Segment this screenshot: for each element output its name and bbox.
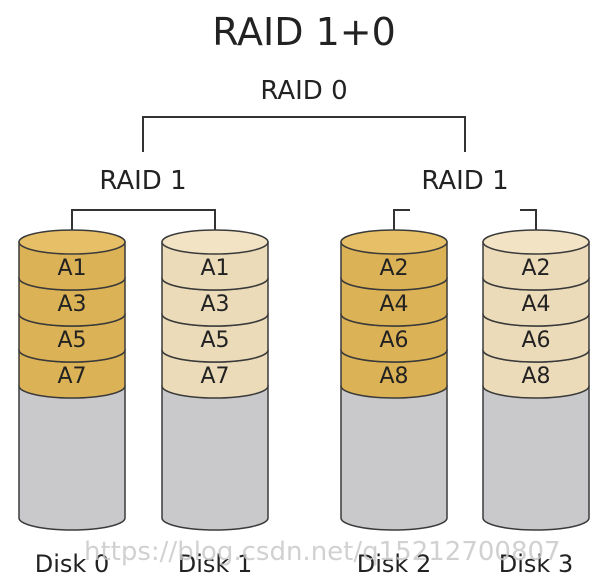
raid1-connector-left	[71, 209, 216, 238]
disk-1-segment-0	[161, 241, 269, 291]
disk-2-segment-3	[340, 349, 448, 399]
disk-label-3: Disk 3	[499, 550, 573, 578]
disk-0-block-3: A7	[57, 364, 86, 389]
disk-2-segment-1	[340, 277, 448, 327]
disk-1-segment-2	[161, 313, 269, 363]
disk-1-block-1: A3	[200, 292, 229, 317]
disk-1-block-3: A7	[200, 364, 229, 389]
disk-1-segment-1	[161, 277, 269, 327]
disk-3-segment-3	[482, 349, 590, 399]
disk-3-top	[482, 229, 590, 255]
disk-0-top	[18, 229, 126, 255]
disk-0-segment-2	[18, 313, 126, 363]
disk-2-top	[340, 229, 448, 255]
raid0-label: RAID 0	[260, 76, 347, 106]
disk-0-block-0: A1	[57, 256, 86, 281]
disk-0-free-space	[18, 385, 126, 531]
raid0-connector	[142, 116, 466, 152]
disk-0-segment-1	[18, 277, 126, 327]
disk-3-segment-1	[482, 277, 590, 327]
disk-3-block-1: A4	[521, 292, 550, 317]
disk-0-block-1: A3	[57, 292, 86, 317]
disk-0-segment-3	[18, 349, 126, 399]
disk-2-free-space	[340, 385, 448, 531]
disk-2-block-3: A8	[379, 364, 408, 389]
diagram-title: RAID 1+0	[212, 10, 396, 54]
disk-3-block-0: A2	[521, 256, 550, 281]
disk-3-block-3: A8	[521, 364, 550, 389]
disk-label-0: Disk 0	[35, 550, 109, 578]
disk-2-segment-0	[340, 241, 448, 291]
disk-3-segment-0	[482, 241, 590, 291]
disk-2-block-2: A6	[379, 328, 408, 353]
watermark: https://blog.csdn.net/q15212700807	[84, 537, 561, 567]
disk-3-free-space	[482, 385, 590, 531]
disk-0-segment-0	[18, 241, 126, 291]
disk-2-block-1: A4	[379, 292, 408, 317]
disk-1-top	[161, 229, 269, 255]
disk-0-block-2: A5	[57, 328, 86, 353]
disk-2-block-0: A2	[379, 256, 408, 281]
raid1-connector-right-a	[393, 209, 410, 238]
disk-label-1: Disk 1	[178, 550, 252, 578]
disk-1-block-2: A5	[200, 328, 229, 353]
raid1-label-left: RAID 1	[99, 166, 186, 196]
disk-2-segment-2	[340, 313, 448, 363]
disk-3-segment-2	[482, 313, 590, 363]
raid1-connector-right-b	[520, 209, 537, 238]
disk-1-free-space	[161, 385, 269, 531]
disk-1-block-0: A1	[200, 256, 229, 281]
disk-3-block-2: A6	[521, 328, 550, 353]
disk-label-2: Disk 2	[357, 550, 431, 578]
disk-1-segment-3	[161, 349, 269, 399]
raid1-label-right: RAID 1	[421, 166, 508, 196]
